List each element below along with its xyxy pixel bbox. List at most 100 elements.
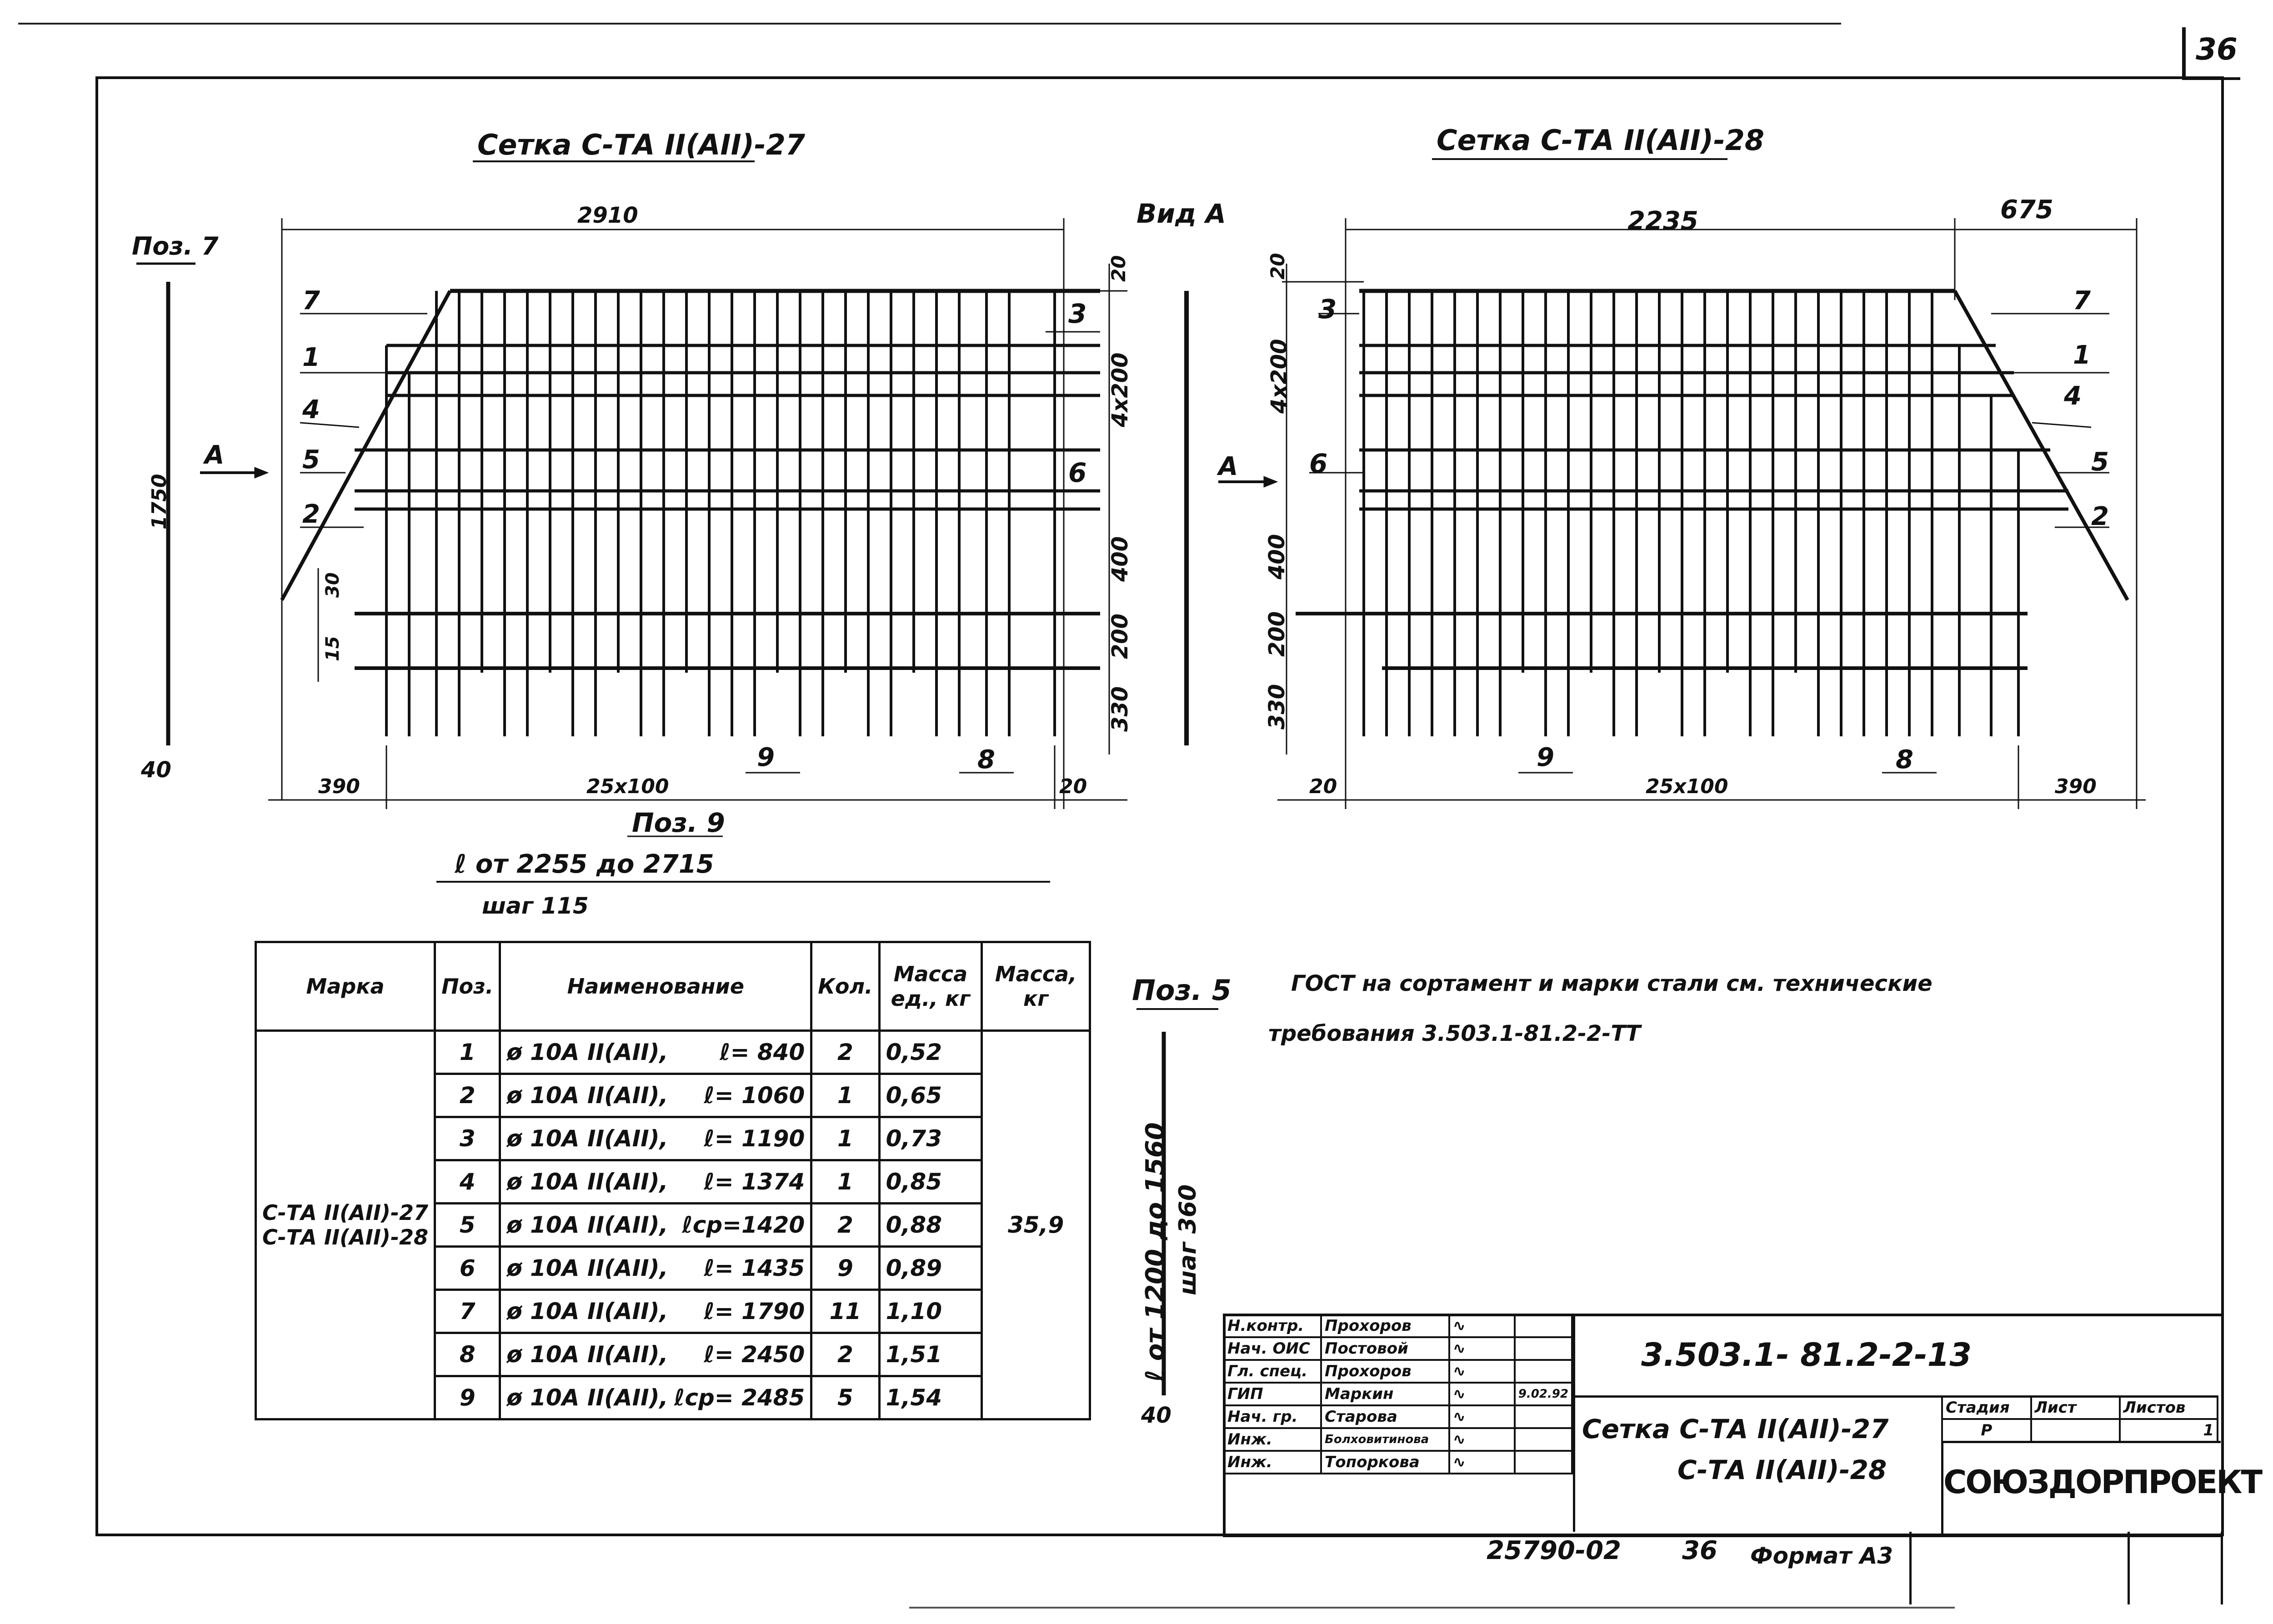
right-dim-25x100: 25х100 <box>1646 775 1728 798</box>
spec-length: ℓср=1420 <box>682 1212 805 1238</box>
role: Инж. <box>1222 1450 1322 1474</box>
spec-qty: 5 <box>810 1375 881 1420</box>
left-dim-390: 390 <box>318 775 360 798</box>
spec-mass: 1,51 <box>878 1332 983 1377</box>
pos5-label: Поз. 5 <box>1132 974 1232 1007</box>
left-dim-4x200: 4х200 <box>1107 352 1133 428</box>
footer-strip <box>1909 1532 2223 1604</box>
left-dim-40: 40 <box>140 757 171 783</box>
spec-pos: 4 <box>434 1159 501 1204</box>
doc-code: 3.503.1- 81.2-2-13 <box>1641 1336 1972 1374</box>
role: Н.контр. <box>1222 1314 1322 1338</box>
right-pos-label-1: 1 <box>2073 340 2091 370</box>
right-dim-20-top: 20 <box>1267 253 1289 280</box>
signature-row: Нач. гр.Старова∿ <box>1222 1404 1573 1429</box>
left-dim-200: 200 <box>1107 614 1133 659</box>
right-dim-200: 200 <box>1264 611 1290 657</box>
table-row: 2 ø 10А II(АII),ℓ= 1060 1 0,65 <box>256 1073 1090 1118</box>
pos9-step: шаг 115 <box>482 893 589 919</box>
org-box <box>1941 1441 2221 1534</box>
pos5-step: шаг 360 <box>1174 1184 1202 1295</box>
spec-name-text: ø 10А II(АII), <box>506 1341 668 1368</box>
left-mesh-title: Сетка С-ТА II(АII)-27 <box>477 128 806 161</box>
left-pos-label-7: 7 <box>302 286 320 315</box>
table-row: 5 ø 10А II(АII),ℓср=1420 2 0,88 <box>256 1202 1090 1248</box>
left-dim-30: 30 <box>322 572 343 598</box>
left-pos-label-3: 3 <box>1068 298 1086 329</box>
table-row: 3 ø 10А II(АII),ℓ= 1190 1 0,73 <box>256 1116 1090 1161</box>
spec-header-name: Наименование <box>499 941 813 1032</box>
spec-mass: 0,65 <box>878 1073 983 1118</box>
date-cell <box>1513 1336 1573 1361</box>
footer-format: Формат А3 <box>1750 1543 1893 1569</box>
specification-table: Марка Поз. Наименование Кол. Масса ед., … <box>254 941 1091 1420</box>
signature-row: Инж.Болховитинова∿ <box>1222 1427 1573 1452</box>
spec-mass: 0,89 <box>878 1245 983 1291</box>
spec-length: ℓ= 840 <box>719 1039 805 1065</box>
signature: ∿ <box>1448 1359 1516 1384</box>
right-dim-top-main: 2235 <box>1627 206 1698 236</box>
spec-qty: 2 <box>810 1202 881 1248</box>
org-name: СОЮЗДОРПРОЕКТ <box>1943 1464 2263 1501</box>
left-dim-1750: 1750 <box>148 474 171 530</box>
date: 9.02.92 <box>1513 1382 1573 1406</box>
spec-mark-cell: С-ТА II(АII)-27 С-ТА II(АII)-28 <box>254 1029 436 1420</box>
spec-name: ø 10А II(АII),ℓ= 840 <box>499 1029 813 1075</box>
sheets-value: 1 <box>2118 1418 2219 1443</box>
stage-value-row: Р 1 <box>1941 1418 2219 1443</box>
spec-name: ø 10А II(АII),ℓср= 2485 <box>499 1375 813 1420</box>
role: Нач. гр. <box>1222 1404 1322 1429</box>
spec-name-text: ø 10А II(АII), <box>506 1384 668 1411</box>
stage-table: Стадия Лист Листов Р 1 <box>1941 1395 2219 1443</box>
spec-name: ø 10А II(АII),ℓ= 1435 <box>499 1245 813 1291</box>
right-arrow-label: А <box>1217 452 1238 481</box>
table-row: С-ТА II(АII)-27 С-ТА II(АII)-28 1 ø 10А … <box>254 1029 1091 1420</box>
spec-name: ø 10А II(АII),ℓ= 1374 <box>499 1159 813 1204</box>
spec-name: ø 10А II(АII), ℓ= 2450 <box>499 1332 813 1377</box>
spec-header-pos: Поз. <box>434 941 501 1032</box>
stage-header-row: Стадия Лист Листов <box>1941 1395 2219 1420</box>
spec-length: ℓ= 1790 <box>704 1298 805 1324</box>
spec-pos: 6 <box>434 1245 501 1291</box>
spec-length: ℓср= 2485 <box>674 1384 805 1411</box>
note-line-1: ГОСТ на сортамент и марки стали см. техн… <box>1291 971 1933 996</box>
pos9-label: Поз. 9 <box>632 807 725 838</box>
right-dim-4x200: 4х200 <box>1267 339 1292 414</box>
sheets-header: Листов <box>2118 1395 2219 1420</box>
signature: ∿ <box>1448 1450 1516 1474</box>
right-pos-label-4: 4 <box>2063 381 2082 411</box>
left-dim-25x100: 25х100 <box>586 775 669 798</box>
spec-length: ℓ= 1374 <box>704 1169 805 1195</box>
sheet-number: 36 <box>2196 32 2238 67</box>
spec-mass: 0,73 <box>878 1116 983 1161</box>
spec-mass: 1,54 <box>878 1375 983 1420</box>
right-pos-label-2: 2 <box>2091 502 2109 531</box>
spec-length: ℓ= 2450 <box>704 1341 805 1368</box>
footer-sheet: 36 <box>1682 1536 1717 1565</box>
spec-header-qty: Кол. <box>810 941 881 1032</box>
right-mesh-title: Сетка С-ТА II(АII)-28 <box>1437 124 1764 157</box>
spec-name: ø 10А II(АII), ℓ= 1790 <box>499 1289 813 1334</box>
signature-row: Гл. спец.Прохоров∿ <box>1222 1359 1573 1384</box>
left-dim-15: 15 <box>322 636 343 661</box>
right-dim-20: 20 <box>1309 775 1337 798</box>
pos5-dim-40: 40 <box>1141 1403 1172 1428</box>
date-cell <box>1513 1359 1573 1384</box>
bottom-edge-line <box>909 1607 1955 1609</box>
signature: ∿ <box>1448 1336 1516 1361</box>
left-dim-330: 330 <box>1107 686 1133 732</box>
spec-header-mark: Марка <box>254 941 436 1032</box>
right-pos-label-3: 3 <box>1318 294 1337 325</box>
sheet-title-1: Сетка С-ТА II(АII)-27 <box>1582 1414 1889 1444</box>
signature: ∿ <box>1448 1314 1516 1338</box>
left-view-label: Вид А <box>1136 198 1226 229</box>
left-dim-top: 2910 <box>577 203 638 228</box>
date-cell <box>1513 1427 1573 1452</box>
spec-length: ℓ= 1435 <box>704 1255 805 1281</box>
spec-pos: 2 <box>434 1073 501 1118</box>
person-name: Топоркова <box>1320 1450 1450 1474</box>
right-dim-400: 400 <box>1264 534 1290 580</box>
spec-name-text: ø 10А II(АII), <box>506 1298 668 1324</box>
